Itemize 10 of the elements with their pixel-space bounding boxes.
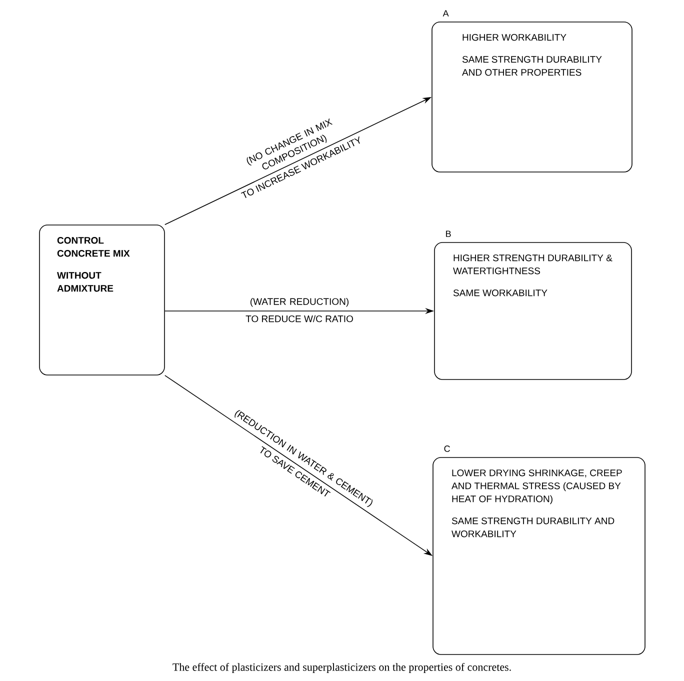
text-box: HIGHER STRENGTH DURABILITY & WATERTIGHTNESS SAME WORKABILITY	[434, 242, 632, 380]
box-letter: C	[444, 446, 450, 452]
edge-note: TO REDUCE W/C RATIO	[246, 315, 353, 322]
text-box: HIGHER WORKABILITY SAME STRENGTH DURABILITY AND OTHER PROPERTIES	[432, 22, 632, 172]
box-letter: A	[442, 10, 449, 16]
caption: The effect of plasticizers and superplasticizers on the properties of concretes.	[172, 662, 511, 674]
box-letter: B	[446, 230, 451, 237]
text-box: LOWER DRYING SHRINKAGE, CREEP AND THERMAL STRESS (CAUSED BY HEAT OF HYDRATION) SAME STRENGTH DURABILITY AND WORKABILITY	[432, 457, 646, 655]
text-box: CONTROL CONCRETE MIX WITHOUT ADMIXTURE	[39, 224, 165, 376]
edge-label: (WATER REDUCTION)	[250, 298, 348, 307]
